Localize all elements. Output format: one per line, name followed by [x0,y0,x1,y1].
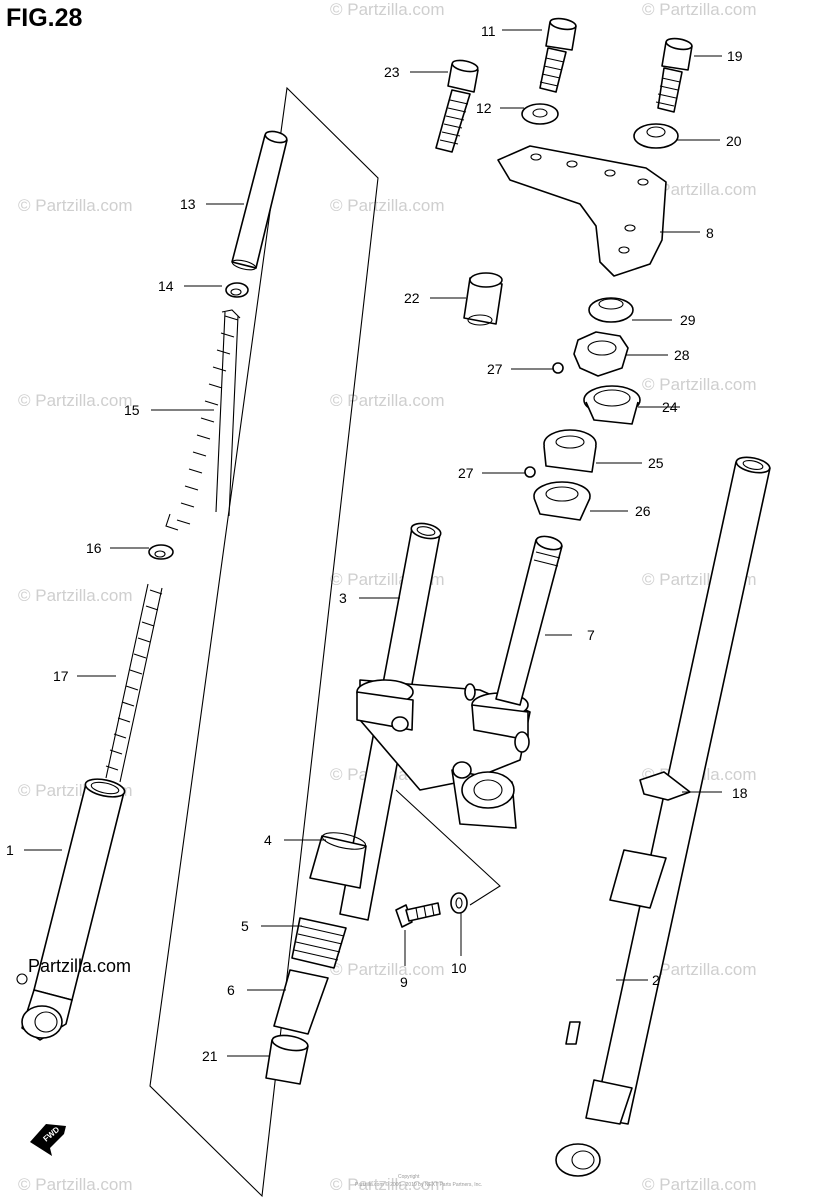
assembly-indicator [395,789,501,906]
watermark: © Partzilla.com [330,0,445,19]
callout-17: 17 [53,668,69,684]
callout-26: 26 [635,503,651,519]
callout-20: 20 [726,133,742,149]
callout-2: 2 [652,972,660,988]
callout-9: 9 [400,974,408,990]
forward-arrow-icon: FWD [30,1124,66,1156]
callout-18: 18 [732,785,748,801]
fork-spring-lower [105,583,163,783]
callout-29: 29 [680,312,696,328]
callout-23: 23 [384,64,400,80]
callout-12: 12 [476,100,492,116]
top-bolt-washer-right [633,123,679,149]
fork-bottom-cap [265,1034,309,1085]
callout-7: 7 [587,627,595,643]
fork-guide-boot [291,917,347,969]
copyright-line-2: Partzilla.com © 2006 - 2019 by NEXT Part… [355,1181,482,1188]
fork-spring-upper [165,309,241,531]
callout-5: 5 [241,918,249,934]
fork-outer-tube-right [555,456,771,1177]
callout-1: 1 [6,842,14,858]
top-bolt-right [655,37,693,113]
lower-bearing-race [533,481,591,521]
callout-labels: 1 2 3 4 5 6 7 8 9 10 11 12 13 14 15 16 1… [6,23,748,1064]
watermark: © Partzilla.com [18,586,133,605]
callout-3: 3 [339,590,347,606]
steel-ball-lower [524,466,536,478]
watermark: © Partzilla.com [642,960,757,979]
callout-27-lower: 27 [458,465,474,481]
figure-title: FIG.28 [6,4,83,32]
watermark: © Partzilla.com [330,1175,445,1194]
watermark: © Partzilla.com [330,196,445,215]
leader-lines [24,29,722,1057]
callout-15: 15 [124,402,140,418]
watermark: © Partzilla.com [642,1175,757,1194]
steel-ball-upper [552,362,564,374]
fork-outer-tube-left [16,778,126,1041]
assembly-frame [149,86,379,1198]
spring-seat [148,544,174,560]
callout-22: 22 [404,290,420,306]
fork-tube-cap [231,130,288,271]
watermark: © Partzilla.com [642,180,757,199]
watermark: © Partzilla.com [330,960,445,979]
callout-13: 13 [180,196,196,212]
bearing-cone [543,429,597,473]
top-bolt-washer [521,103,559,125]
top-bolt-long [435,59,479,153]
watermark: © Partzilla.com [18,1175,133,1194]
steering-stem-bracket [356,535,563,829]
watermark: © Partzilla.com [330,391,445,410]
brand-label: Partzilla.com [28,956,131,976]
callout-11: 11 [481,23,496,39]
top-bolt-center [539,17,577,93]
handlebar-top-bracket [497,145,667,277]
copyright-line-1: Copyright [398,1174,420,1180]
steering-lock-nut [588,297,634,323]
watermark: © Partzilla.com [18,391,133,410]
callout-25: 25 [648,455,664,471]
steering-stem-nut [573,331,629,377]
callout-14: 14 [158,278,174,294]
callout-21: 21 [202,1048,218,1064]
bracket-washer [450,892,468,914]
callout-16: 16 [86,540,102,556]
fork-wire-clip [639,771,691,801]
bracket-bolt [395,902,441,928]
spring-seat-washer [225,282,249,298]
watermark: © Partzilla.com [642,0,757,19]
watermark: © Partzilla.com [18,196,133,215]
callout-24: 24 [662,399,678,415]
callout-19: 19 [727,48,743,64]
callout-6: 6 [227,982,235,998]
callout-28: 28 [674,347,690,363]
fork-lower-tube [273,969,329,1035]
callout-4: 4 [264,832,272,848]
callout-27-upper: 27 [487,361,503,377]
watermark: © Partzilla.com [642,375,757,394]
steering-bushing [463,272,503,326]
callout-10: 10 [451,960,467,976]
callout-8: 8 [706,225,714,241]
upper-bearing-race [583,385,641,425]
fork-slider-sleeve [309,832,367,889]
